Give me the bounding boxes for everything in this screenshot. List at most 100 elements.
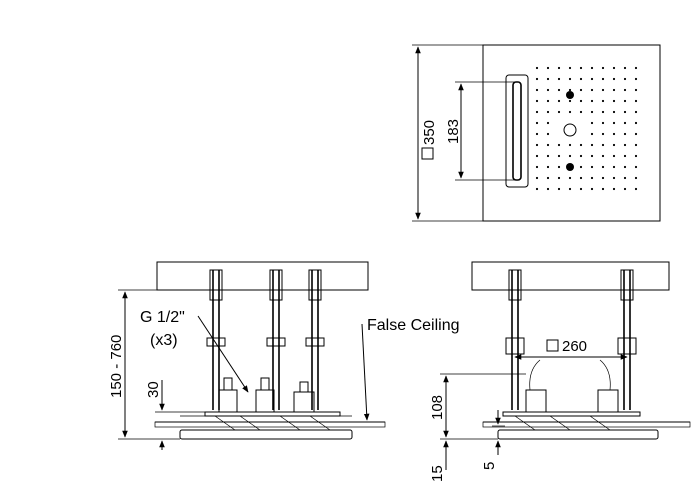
nozzle-dot [546,88,550,92]
nozzle-dot [634,66,638,70]
nozzle-dot [623,132,627,136]
square-symbol-icon [546,339,559,352]
nozzle-dot [612,154,616,158]
nozzle-dot [590,176,594,180]
dim-15-label: 15 [429,465,446,482]
nozzle-dot [579,66,583,70]
nozzle-dot [590,77,594,81]
threaded-rods-left [206,269,325,410]
right-side-view: 260 108 15 5 [429,261,691,482]
nozzle-dot [579,187,583,191]
nozzle-dot [601,88,605,92]
nozzle-dot [568,110,572,114]
nozzle-dot [623,143,627,147]
false-ceiling-hatch-right [482,421,691,428]
nozzle-dot [535,121,539,125]
nozzle-dot [634,77,638,81]
nozzle-dot [579,88,583,92]
nozzle-dot [634,121,638,125]
nozzle-dot [568,99,572,103]
fixing-point-bottom [566,163,574,171]
nozzle-dot [634,165,638,169]
nozzle-dot [579,99,583,103]
nozzle-dot [535,88,539,92]
nozzle-dot [612,187,616,191]
nozzle-dot [623,77,627,81]
nozzle-dot [634,132,638,136]
nozzle-dot [634,143,638,147]
nozzle-dot [612,88,616,92]
dim-150-760-label: 150 - 760 [108,335,125,398]
nozzle-dot [535,99,539,103]
nozzle-dot [612,143,616,147]
nozzle-dot [601,143,605,147]
nozzle-dot [535,165,539,169]
shower-head-right [497,429,659,440]
nozzle-dot [623,165,627,169]
nozzle-dot [557,66,561,70]
threaded-rods-right [505,269,637,410]
nozzle-dot [612,121,616,125]
nozzle-dot [568,66,572,70]
nozzle-dot [546,77,550,81]
nozzle-dot [601,154,605,158]
nozzle-dot [557,176,561,180]
nozzle-dot [590,165,594,169]
nozzle-dot [535,110,539,114]
nozzle-dot [546,110,550,114]
false-ceiling-hatch-left [154,421,386,428]
nozzle-dot [623,110,627,114]
nozzle-dot [546,165,550,169]
nozzle-dot [546,66,550,70]
nozzle-dot [568,88,572,92]
nozzle-dot [546,132,550,136]
nozzle-dot [557,165,561,169]
nozzle-dot [579,110,583,114]
dim-5-label: 5 [481,462,498,470]
nozzle-dot [535,66,539,70]
square-symbol-icon [421,147,434,160]
nozzle-dot [590,110,594,114]
nozzle-dot [546,121,550,125]
nozzle-dot [601,77,605,81]
nozzle-dot [601,187,605,191]
nozzle-dot [535,187,539,191]
nozzle-dot [579,143,583,147]
nozzle-dot [546,187,550,191]
nozzle-dot [601,176,605,180]
nozzle-dot [612,176,616,180]
nozzle-dot [590,143,594,147]
dim-350-label: 350 [421,120,438,145]
nozzle-dot [612,77,616,81]
nozzle-dot [601,110,605,114]
g-half-inch-label: G 1/2" [140,309,185,326]
nozzle-dot [634,88,638,92]
nozzle-dot [634,176,638,180]
nozzle-dot [590,66,594,70]
nozzle-grid [535,66,638,191]
nozzle-dot [546,176,550,180]
fixing-point-top [566,91,574,99]
nozzle-dot [623,66,627,70]
center-outlet [563,123,577,137]
nozzle-dot [579,154,583,158]
nozzle-dot [634,110,638,114]
nozzle-dot [557,77,561,81]
dim-260-label: 260 [562,338,587,355]
nozzle-dot [590,187,594,191]
nozzle-dot [590,121,594,125]
left-side-view: 150 - 760 30 G 1/2" (x3) False Ceiling [108,261,459,450]
nozzle-dot [535,176,539,180]
dim-108-label: 108 [429,395,446,420]
nozzle-dot [568,176,572,180]
shower-head-left [179,429,353,440]
nozzle-dot [623,187,627,191]
nozzle-dot [601,165,605,169]
nozzle-dot [579,77,583,81]
false-ceiling-leader [361,323,370,421]
nozzle-dot [535,132,539,136]
top-view: 350 183 [412,44,661,222]
nozzle-dot [557,99,561,103]
